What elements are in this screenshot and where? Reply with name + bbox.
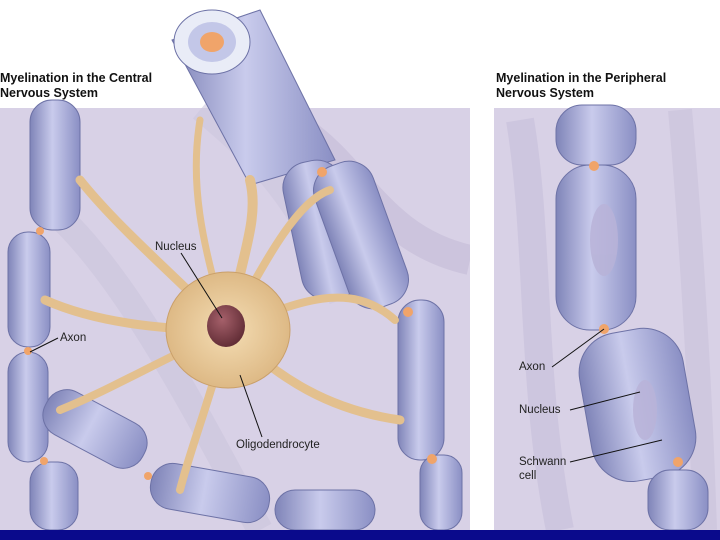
pns-title-line2: Nervous System: [496, 86, 594, 100]
frame-bottom: [0, 530, 720, 540]
pns-nucleus-label: Nucleus: [519, 404, 561, 416]
pns-title-line1: Myelination in the Peripheral: [496, 71, 667, 85]
cns-axon-label: Axon: [60, 332, 87, 344]
pns-nuclei: [590, 204, 657, 440]
cns-myelin-right-chain: [282, 159, 463, 531]
cns-title-line1: Myelination in the Central: [0, 71, 153, 85]
leader-lines: [29, 252, 663, 463]
cns-nucleus-label: Nucleus: [155, 241, 197, 253]
pns-axon-nodes: [589, 161, 683, 467]
cns-title-line2: Nervous System: [0, 86, 98, 100]
oligodendrocyte-body: [165, 271, 291, 389]
cns-myelin-top-cylinder: [171, 9, 336, 186]
pns-axon-label: Axon: [519, 361, 546, 373]
cns-myelin-left-chain: [7, 99, 81, 531]
cns-nucleus: [207, 305, 245, 347]
panel-gutter: [470, 0, 494, 540]
axon-nodes: [24, 167, 437, 480]
oligodendrocyte-label: Oligodendrocyte: [236, 439, 320, 451]
schwann-label-line2: cell: [519, 470, 537, 482]
schwann-label-line1: Schwann: [519, 456, 567, 468]
